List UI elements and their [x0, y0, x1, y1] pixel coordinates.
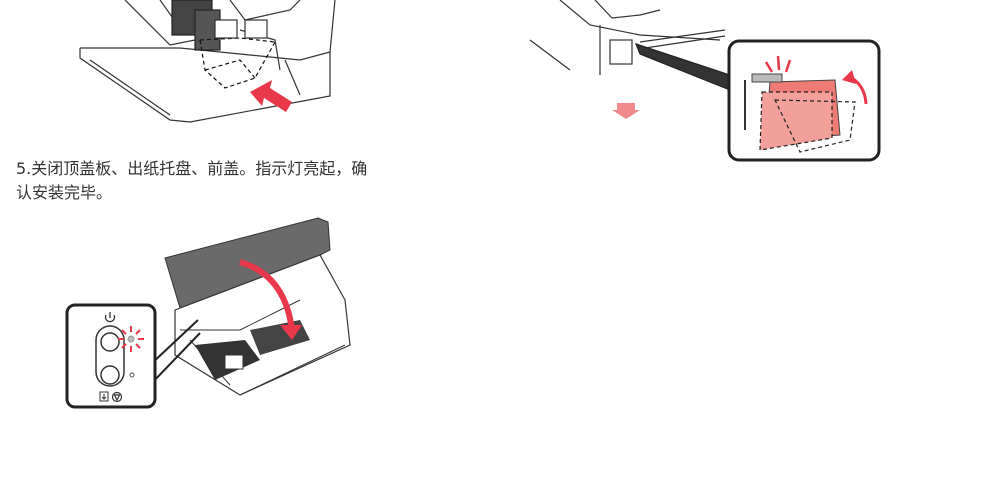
step5-line2: 认安装完毕。	[16, 183, 113, 202]
stop-icon	[111, 391, 123, 403]
power-button[interactable]	[100, 332, 120, 352]
close-cover-arrow-icon	[239, 259, 295, 331]
power-light-burst-icon	[118, 326, 144, 352]
alarm-light	[129, 372, 135, 378]
stop-button[interactable]	[100, 365, 120, 385]
ink-drop-icon	[99, 391, 109, 402]
power-icon	[104, 312, 116, 323]
push-arrow-icon	[250, 80, 292, 112]
printer-insert-illustration	[79, 0, 336, 123]
printer-closed-illustration	[149, 217, 351, 396]
zoom-callout	[727, 39, 881, 162]
click-burst-icon	[764, 55, 792, 73]
step5-line1: 5.关闭顶盖板、出纸托盘、前盖。指示灯亮起，确	[16, 159, 368, 178]
cartridge-lock-illustration	[529, 0, 731, 91]
down-arrow-icon	[612, 103, 640, 119]
control-panel-callout	[65, 303, 157, 409]
step5-instruction: 5.关闭顶盖板、出纸托盘、前盖。指示灯亮起，确 认安装完毕。	[16, 157, 436, 205]
